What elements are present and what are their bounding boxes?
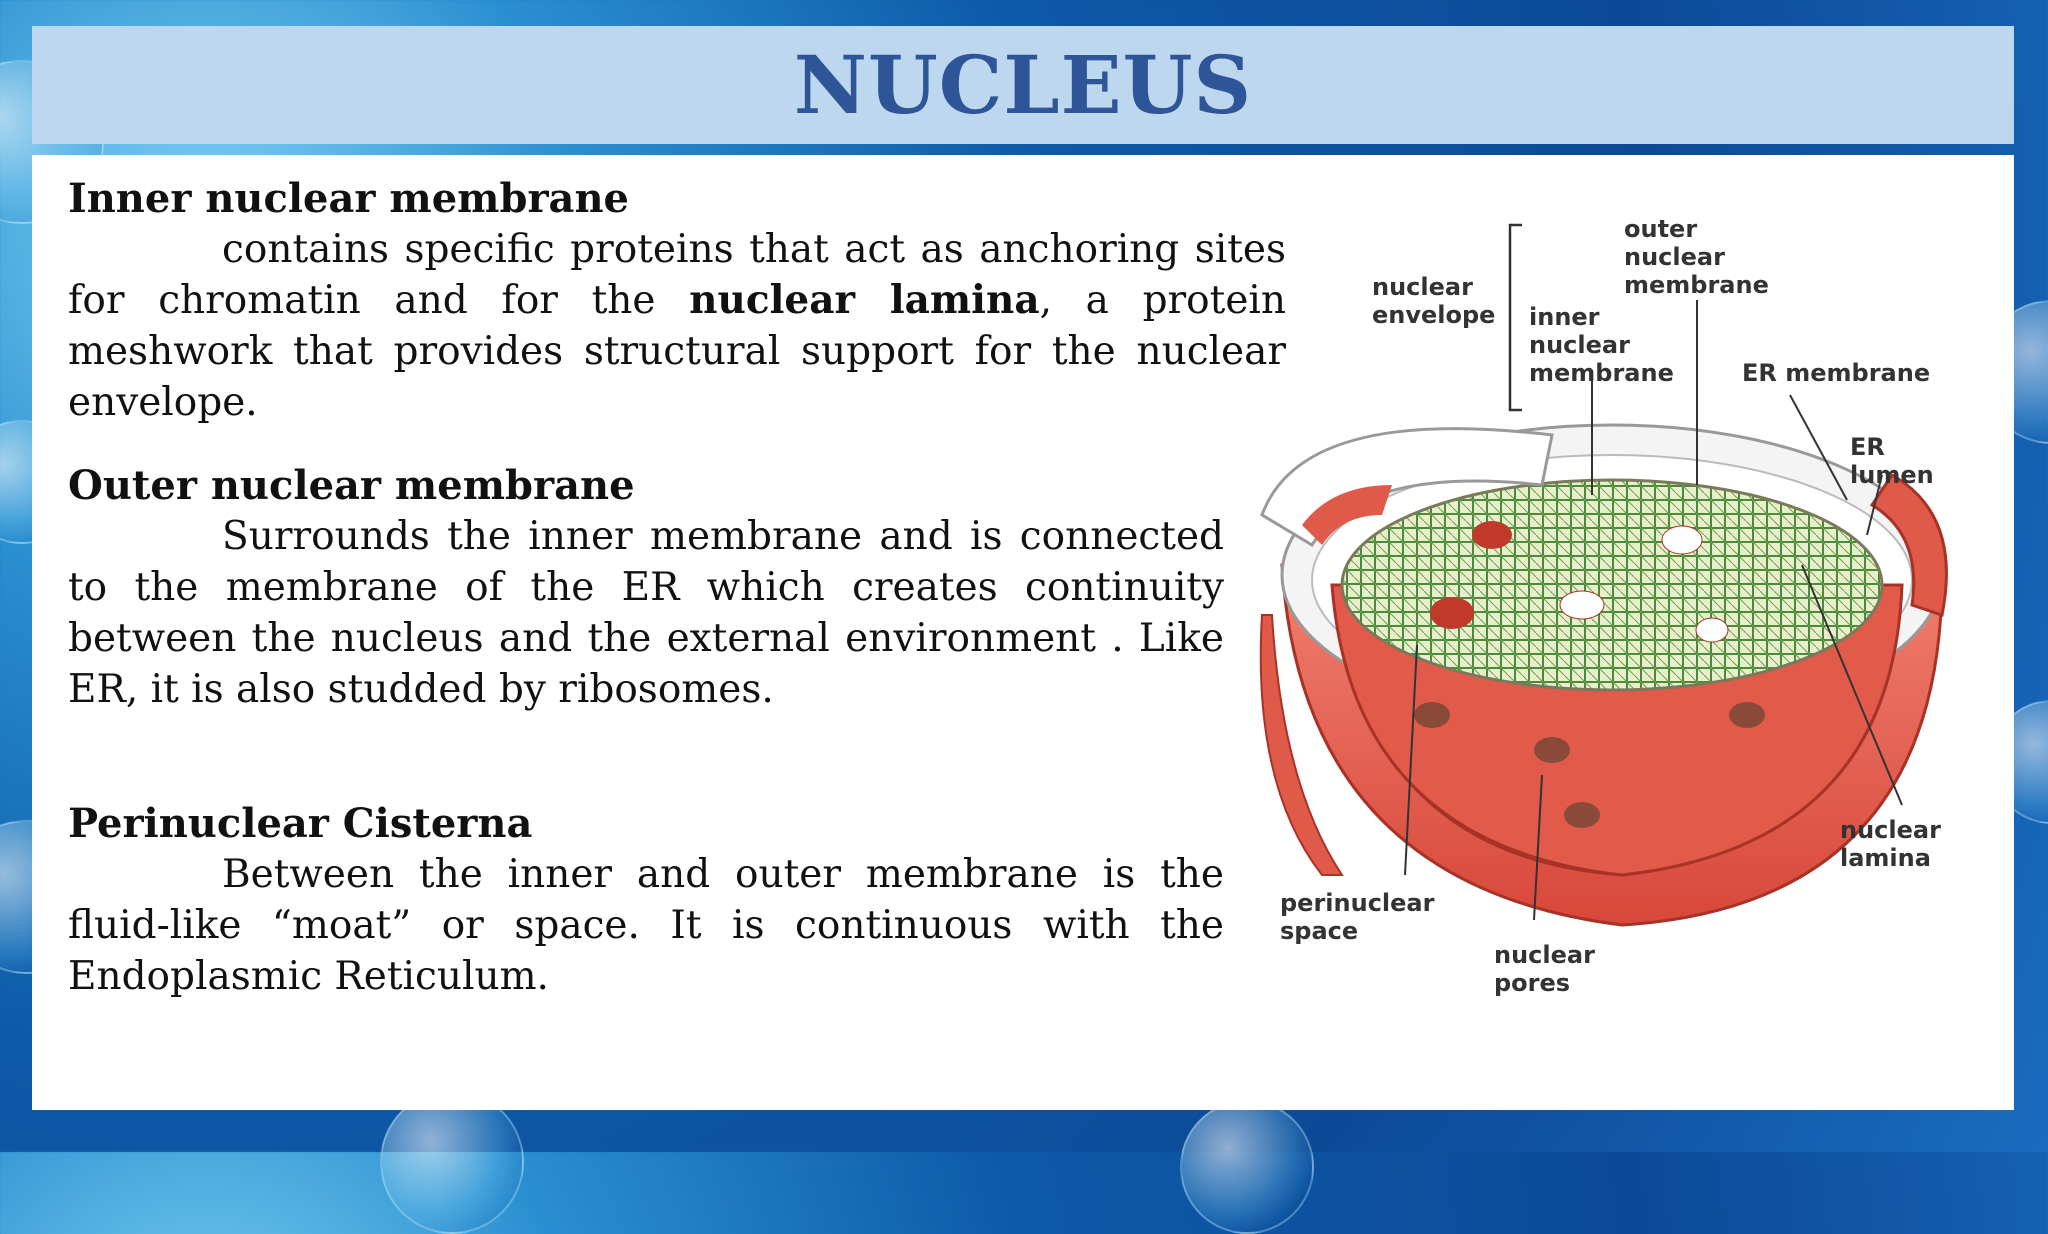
leader-line bbox=[1789, 394, 1848, 501]
title-bar: NUCLEUS bbox=[32, 26, 2014, 144]
nuclear-lamina-mesh bbox=[1340, 478, 1884, 692]
label-outer-3: membrane bbox=[1624, 271, 1769, 299]
section-text: Surrounds the inner membrane and is conn… bbox=[68, 511, 1224, 715]
label-lamina-1: nuclear bbox=[1840, 816, 1941, 844]
slide-title: NUCLEUS bbox=[793, 38, 1253, 132]
nuclear-pore bbox=[1564, 802, 1600, 828]
pore-dot bbox=[1472, 521, 1512, 549]
leader-line bbox=[1404, 644, 1418, 876]
er-flap-bottom bbox=[1259, 614, 1344, 876]
label-inner-2: nuclear bbox=[1529, 331, 1630, 359]
label-pores-2: pores bbox=[1494, 969, 1570, 997]
label-envelope-2: envelope bbox=[1372, 301, 1495, 329]
pore-dot bbox=[1559, 590, 1605, 620]
section-text: Between the inner and outer membrane is … bbox=[68, 849, 1224, 1002]
label-envelope-1: nuclear bbox=[1372, 273, 1473, 301]
text-part: Surrounds the inner membrane and is conn… bbox=[68, 514, 1224, 712]
text-part: contains specific proteins that act as a… bbox=[68, 227, 1286, 323]
leader-line bbox=[1866, 474, 1883, 536]
pore-dot bbox=[1430, 597, 1474, 629]
section-heading: Inner nuclear membrane bbox=[68, 175, 629, 222]
nuclear-pore bbox=[1534, 737, 1570, 763]
envelope-bracket bbox=[1508, 223, 1522, 412]
label-perinuclear-2: space bbox=[1280, 917, 1358, 945]
background-bubble bbox=[380, 1090, 524, 1234]
label-er-lumen-2: lumen bbox=[1850, 461, 1934, 489]
section-text: contains specific proteins that act as a… bbox=[68, 224, 1286, 428]
label-lamina-2: lamina bbox=[1840, 844, 1931, 872]
label-er-membrane: ER membrane bbox=[1742, 359, 1930, 387]
section-outer-membrane: Outer nuclear membrane Surrounds the inn… bbox=[68, 460, 1224, 715]
section-heading: Outer nuclear membrane bbox=[68, 462, 635, 509]
section-inner-membrane: Inner nuclear membrane contains specific… bbox=[68, 173, 1286, 428]
nuclear-pore bbox=[1729, 702, 1765, 728]
pore-dot bbox=[1695, 617, 1729, 643]
er-flap-right bbox=[1869, 473, 1948, 617]
content-panel: Inner nuclear membrane contains specific… bbox=[32, 155, 2014, 1110]
label-inner-3: membrane bbox=[1529, 359, 1674, 387]
label-outer-1: outer bbox=[1624, 215, 1697, 243]
label-perinuclear-1: perinuclear bbox=[1280, 889, 1435, 917]
section-perinuclear: Perinuclear Cisterna Between the inner a… bbox=[68, 798, 1224, 1002]
background-bubble bbox=[1180, 1100, 1314, 1234]
bold-term: nuclear lamina bbox=[689, 277, 1040, 323]
label-er-lumen-1: ER bbox=[1850, 433, 1885, 461]
text-part: Between the inner and outer membrane is … bbox=[68, 852, 1224, 999]
label-outer-2: nuclear bbox=[1624, 243, 1725, 271]
nuclear-pore bbox=[1414, 702, 1450, 728]
nucleus-diagram: outer nuclear membrane nuclear envelope … bbox=[1259, 215, 1948, 997]
leader-line bbox=[1801, 564, 1903, 806]
leader-line bbox=[1533, 774, 1543, 921]
label-inner-1: inner bbox=[1529, 303, 1600, 331]
section-heading: Perinuclear Cisterna bbox=[68, 800, 533, 847]
pore-dot bbox=[1661, 525, 1703, 555]
text-part: , a protein meshwork that provides struc… bbox=[68, 278, 1287, 425]
label-pores-1: nuclear bbox=[1494, 941, 1595, 969]
